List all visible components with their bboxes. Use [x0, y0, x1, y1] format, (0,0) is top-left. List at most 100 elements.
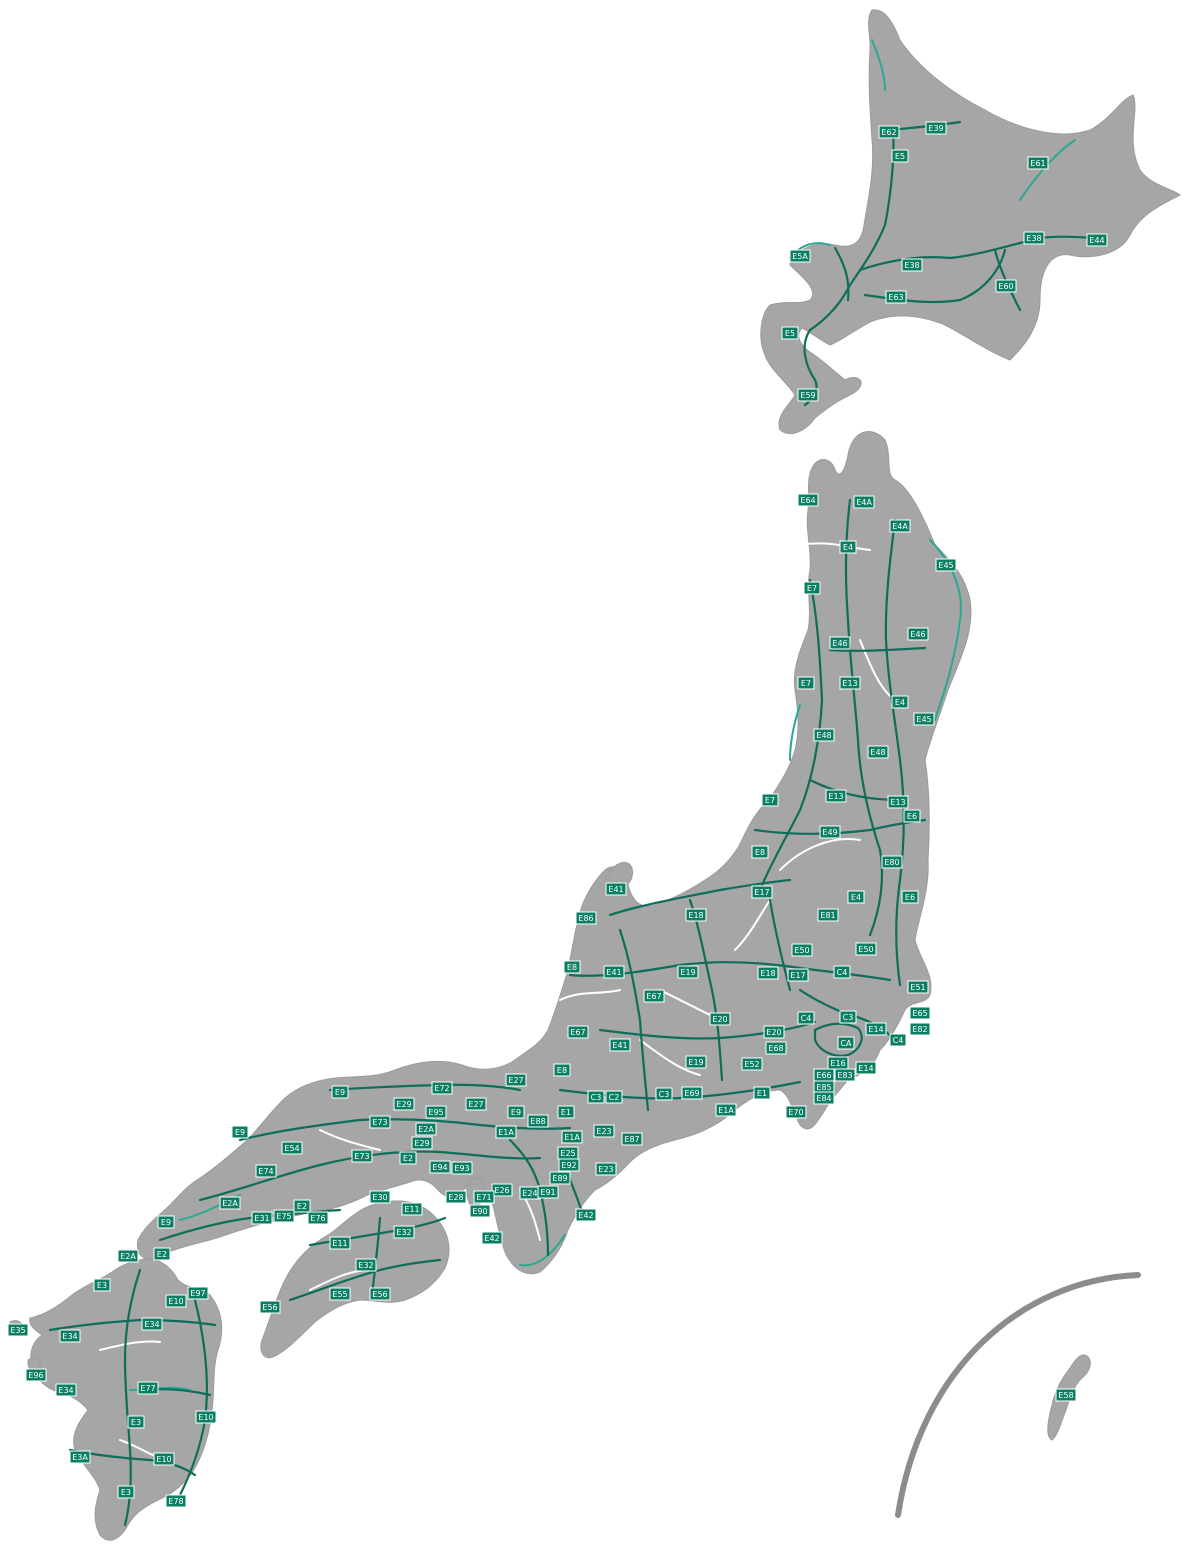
route-shield-box [825, 789, 847, 803]
route-shield-box [55, 1383, 77, 1397]
route-shield-label: E86 [578, 914, 593, 923]
route-shield: E75 [273, 1209, 295, 1223]
route-shield: E72 [431, 1081, 453, 1095]
route-shield-box [715, 1103, 737, 1117]
route-shield: E84 [813, 1091, 835, 1105]
route-shield: E83 [834, 1068, 856, 1082]
route-shield-label: E14 [868, 1025, 883, 1034]
route-shield-label: C4 [801, 1014, 812, 1023]
route-shield-label: E50 [858, 945, 873, 954]
route-shield-label: E93 [454, 1164, 469, 1173]
route-shield-box [751, 845, 769, 859]
route-shield-label: E20 [766, 1028, 781, 1037]
route-shield: E45 [935, 558, 957, 572]
route-shield: E78 [165, 1494, 187, 1508]
route-shield: E68 [765, 1041, 787, 1055]
route-shield: E97 [187, 1286, 209, 1300]
route-shield: E26 [491, 1183, 513, 1197]
route-shield: E23 [593, 1124, 615, 1138]
route-shield-label: E66 [816, 1071, 831, 1080]
route-shield-label: C3 [591, 1093, 602, 1102]
route-shield: E4A [853, 495, 875, 509]
route-shield: E4 [891, 695, 909, 709]
route-shield: E56 [259, 1300, 281, 1314]
route-shield-box [595, 1162, 617, 1176]
route-shield-label: E61 [1030, 159, 1045, 168]
route-shield-box [785, 1105, 807, 1119]
route-shield: E4A [889, 519, 911, 533]
route-shield: E8 [563, 960, 581, 974]
route-shield-box [549, 1171, 571, 1185]
route-shield: E52 [741, 1057, 763, 1071]
route-shield-box [891, 695, 909, 709]
route-shield-box [537, 1185, 559, 1199]
route-shield-box [558, 1158, 580, 1172]
route-shield-box [685, 1055, 707, 1069]
route-shield: E42 [575, 1208, 597, 1222]
route-shield-label: E62 [881, 128, 896, 137]
route-shield-box [751, 885, 773, 899]
route-shield: E24 [519, 1186, 541, 1200]
route-shield-label: E16 [830, 1059, 845, 1068]
route-shield-box [803, 581, 821, 595]
route-shield-box [593, 1124, 615, 1138]
route-shield: C3 [587, 1090, 605, 1104]
route-shield: E1A [715, 1103, 737, 1117]
route-shield: E20 [763, 1025, 785, 1039]
route-shield-box [329, 1236, 351, 1250]
route-shield: CA [837, 1036, 855, 1050]
route-shield-box [995, 279, 1017, 293]
route-shield-label: E29 [414, 1139, 429, 1148]
route-shield-label: E13 [842, 679, 857, 688]
route-shield-label: E69 [684, 1089, 699, 1098]
route-shield: E50 [855, 942, 877, 956]
route-shield: E44 [1086, 233, 1108, 247]
route-shield: E93 [451, 1161, 473, 1175]
route-shield: E56 [369, 1287, 391, 1301]
route-shield-label: E17 [790, 971, 805, 980]
route-shield: E32 [393, 1225, 415, 1239]
honshu-island [136, 431, 972, 1275]
route-shield-box [855, 942, 877, 956]
route-shield-label: E4 [843, 543, 853, 552]
route-shield-label: C2 [609, 1093, 620, 1102]
route-shield-box [855, 1061, 877, 1075]
route-shield: E96 [25, 1368, 47, 1382]
route-shield-label: E82 [912, 1025, 927, 1034]
route-shield-box [495, 1125, 517, 1139]
route-shield-box [1086, 233, 1108, 247]
route-shield-label: E87 [624, 1135, 639, 1144]
route-shield-box [153, 1452, 175, 1466]
route-shield-label: E23 [598, 1165, 613, 1174]
route-shield-box [605, 1090, 623, 1104]
route-shield-label: E2A [120, 1252, 136, 1261]
route-shield-box [393, 1225, 415, 1239]
route-shield: E39 [925, 121, 947, 135]
route-shield-label: C3 [659, 1090, 670, 1099]
route-shield: E8 [751, 845, 769, 859]
route-shield: E71 [473, 1190, 495, 1204]
route-shield-label: E8 [557, 1066, 567, 1075]
route-shield: E9 [157, 1215, 175, 1229]
route-shield-box [7, 1323, 29, 1337]
route-shield: E5A [789, 249, 811, 263]
route-shield-box [117, 1485, 135, 1499]
route-shield-label: E7 [765, 796, 775, 805]
route-shield: E16 [827, 1056, 849, 1070]
route-shield-label: E3 [131, 1418, 141, 1427]
route-shield-box [575, 911, 597, 925]
route-shield-label: E73 [354, 1152, 369, 1161]
route-shield-label: E13 [828, 792, 843, 801]
route-shield-label: E5 [895, 152, 905, 161]
route-shield: E6 [903, 809, 921, 823]
route-shield-box [401, 1202, 423, 1216]
route-shield-box [527, 1114, 549, 1128]
route-shield-label: E19 [688, 1058, 703, 1067]
route-shield-box [909, 1006, 931, 1020]
route-shield: C4 [833, 965, 851, 979]
route-shield-box [557, 1105, 575, 1119]
route-shield-label: E50 [794, 946, 809, 955]
route-shield-label: E11 [332, 1239, 347, 1248]
route-shield: E73 [351, 1149, 373, 1163]
route-shield-label: E67 [646, 992, 661, 1001]
